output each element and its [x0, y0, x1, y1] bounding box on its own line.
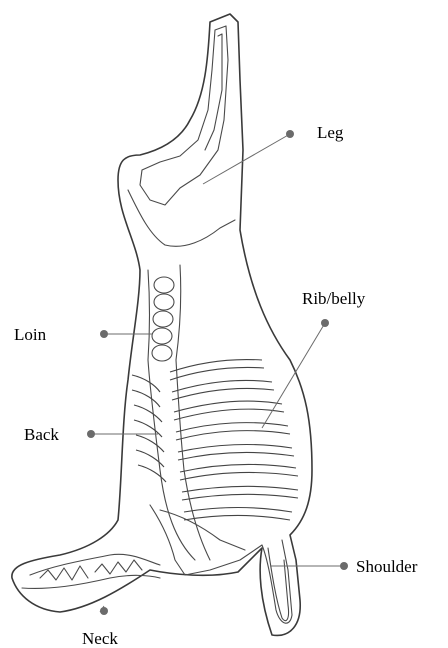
dot-shoulder: [340, 562, 348, 570]
loin-vertebrae: [152, 277, 174, 361]
leader-rib-belly: [262, 323, 325, 428]
label-back: Back: [24, 425, 59, 444]
label-leg: Leg: [317, 123, 344, 142]
dot-rib-belly: [321, 319, 329, 327]
label-rib-belly: Rib/belly: [302, 289, 366, 308]
dot-back: [87, 430, 95, 438]
dot-leg: [286, 130, 294, 138]
pelvis: [128, 190, 235, 246]
neck-vertebrae: [40, 560, 142, 580]
leg-bone: [140, 26, 228, 205]
dot-loin: [100, 330, 108, 338]
label-dots: [87, 130, 348, 615]
dot-neck: [100, 607, 108, 615]
label-loin: Loin: [14, 325, 47, 344]
leader-leg: [203, 134, 290, 184]
label-neck: Neck: [82, 629, 118, 648]
carcass-outline: [12, 14, 312, 635]
back-vertebrae: [132, 375, 166, 482]
label-shoulder: Shoulder: [356, 557, 418, 576]
